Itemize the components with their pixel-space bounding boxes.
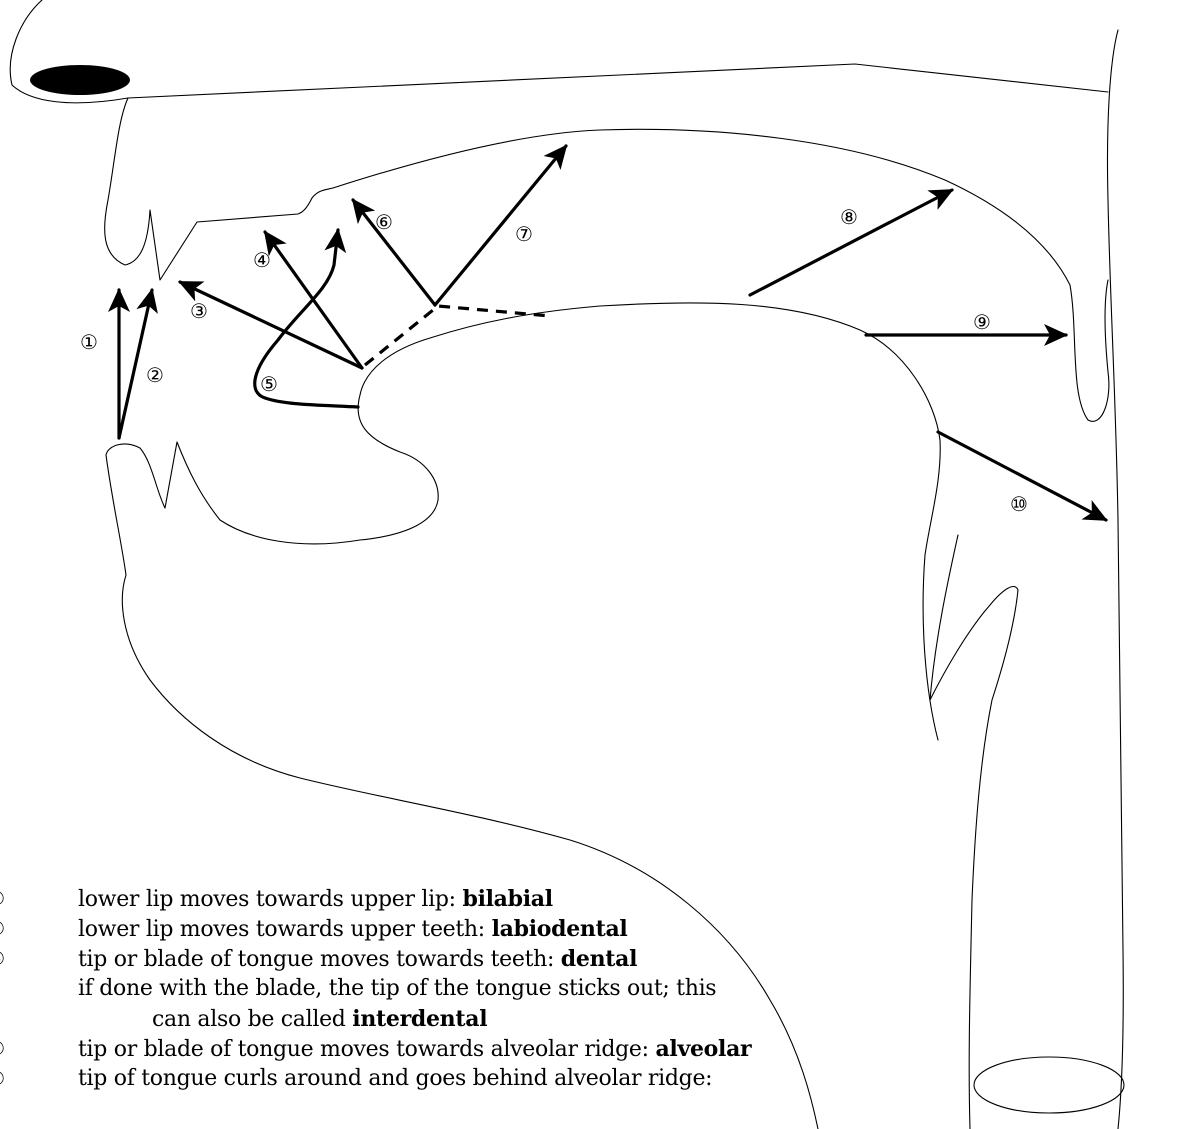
legend-text: tip of tongue curls around and goes behi…: [78, 1064, 712, 1094]
legend-text: if done with the blade, the tip of the t…: [78, 974, 716, 1004]
legend-num: ③: [0, 944, 5, 974]
legend-text: lower lip moves towards upper lip:: [78, 887, 462, 912]
lower-lip-outline: [106, 395, 438, 544]
marker-10: ⑩: [1010, 492, 1028, 516]
legend-text: lower lip moves towards upper teeth:: [78, 917, 492, 942]
marker-1: ①: [80, 330, 98, 354]
legend-num: ②: [0, 914, 5, 944]
marker-8: ⑧: [840, 205, 858, 229]
legend-continuation: if done with the blade, the tip of the t…: [0, 974, 1177, 1004]
nasal-cavity-top: [128, 64, 1108, 98]
legend-item: ① lower lip moves towards upper lip: bil…: [0, 884, 1177, 914]
arrow-7: [435, 146, 566, 305]
nostril: [30, 65, 130, 95]
marker-3: ③: [190, 299, 208, 323]
legend-term: labiodental: [492, 916, 628, 942]
legend-num: ⑤: [0, 1064, 5, 1094]
legend-num: ①: [0, 884, 5, 914]
arrow-3: [180, 282, 362, 368]
legend-item: ③ tip or blade of tongue moves towards t…: [0, 944, 1177, 974]
legend-item: ④ tip or blade of tongue moves towards a…: [0, 1034, 1177, 1064]
legend: ① lower lip moves towards upper lip: bil…: [0, 884, 1177, 1094]
legend-continuation: can also be called interdental: [0, 1004, 1177, 1034]
marker-9: ⑨: [973, 310, 991, 334]
legend-text: can also be called: [152, 1007, 352, 1032]
legend-term: bilabial: [462, 886, 552, 912]
legend-term: interdental: [352, 1006, 487, 1032]
marker-6: ⑥: [375, 210, 393, 234]
tongue-outline: [360, 303, 940, 740]
arrow-6: [353, 200, 435, 305]
legend-text: tip or blade of tongue moves towards alv…: [78, 1037, 655, 1062]
legend-term: dental: [561, 946, 637, 972]
palate-outline: [333, 129, 1109, 421]
dashed-line: [365, 306, 550, 365]
legend-item: ② lower lip moves towards upper teeth: l…: [0, 914, 1177, 944]
legend-num: ④: [0, 1034, 5, 1064]
marker-2: ②: [146, 363, 164, 387]
marker-7: ⑦: [515, 222, 533, 246]
marker-5: ⑤: [260, 372, 278, 396]
legend-item: ⑤ tip of tongue curls around and goes be…: [0, 1064, 1177, 1094]
upper-lip-outline: [105, 98, 333, 280]
legend-text: tip or blade of tongue moves towards tee…: [78, 947, 561, 972]
legend-term: alveolar: [655, 1036, 751, 1062]
marker-4: ④: [253, 248, 271, 272]
